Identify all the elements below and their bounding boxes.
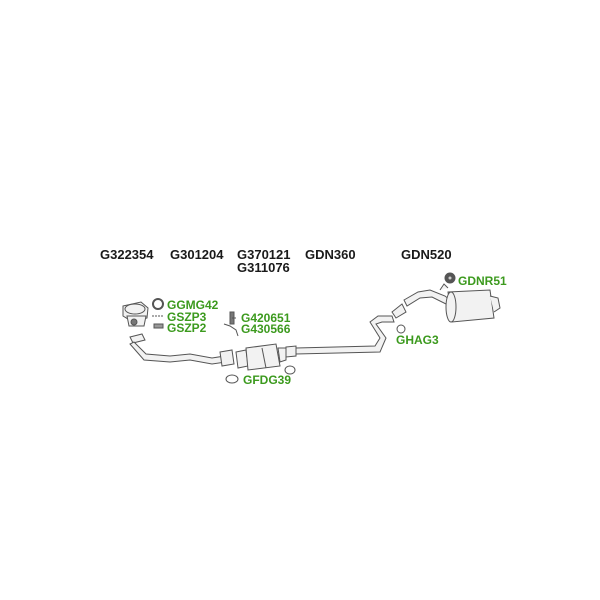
middle-pipe-icon (295, 315, 395, 355)
part-label-bolt[interactable]: GSZP3 (167, 310, 207, 324)
code-downpipe[interactable]: G322354 (100, 247, 154, 262)
rear-silencer-icon (391, 283, 501, 323)
spring-icon (153, 323, 164, 329)
hanger-icon (223, 323, 239, 337)
code-front-pipe[interactable]: G301204 (170, 247, 224, 262)
code-catalyst-a[interactable]: G370121 (237, 247, 291, 262)
ring-icon (396, 324, 406, 334)
gasket-ring-icon (152, 298, 164, 310)
manifold-flange-icon (122, 301, 149, 327)
bracket-icon (229, 311, 236, 325)
flange-gasket-icon-2 (284, 365, 296, 375)
part-label-flange-gasket[interactable]: GFDG39 (243, 373, 292, 387)
catalyst-icon (235, 343, 287, 371)
flange-gasket-icon (225, 374, 239, 384)
part-label-bracket[interactable]: G420651 (241, 311, 291, 325)
part-label-gasket[interactable]: GGMG42 (167, 298, 219, 312)
code-catalyst-b[interactable]: G311076 (237, 260, 290, 275)
part-label-rubber-mount[interactable]: GDNR51 (458, 274, 507, 288)
code-rear-silencer[interactable]: GDN520 (401, 247, 452, 262)
code-middle-pipe[interactable]: GDN360 (305, 247, 356, 262)
part-label-spring[interactable]: GSZP2 (167, 321, 207, 335)
part-label-hanger[interactable]: G430566 (241, 322, 291, 336)
front-pipe-icon (129, 341, 227, 365)
part-label-ring[interactable]: GHAG3 (396, 333, 439, 347)
